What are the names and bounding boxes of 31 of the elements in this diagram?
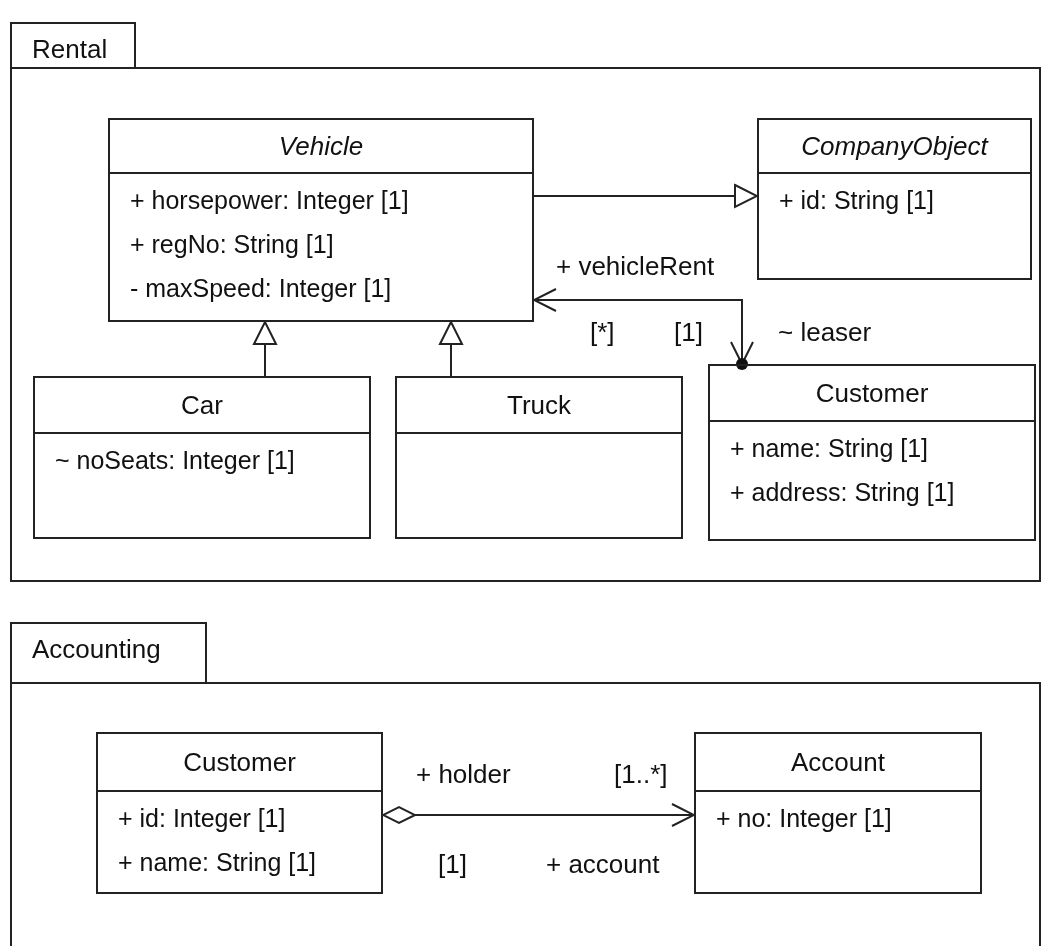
attribute: + name: String [1] xyxy=(118,847,317,878)
attribute: + id: Integer [1] xyxy=(118,803,286,834)
association-line xyxy=(253,321,277,377)
package-tab: Rental xyxy=(10,22,136,68)
class-box xyxy=(694,732,982,894)
class-name: Vehicle xyxy=(278,130,364,162)
attribute: + no: Integer [1] xyxy=(716,803,892,834)
attribute: ~ noSeats: Integer [1] xyxy=(55,445,295,476)
attribute: + name: String [1] xyxy=(730,433,929,464)
class-box xyxy=(757,118,1032,280)
class-box xyxy=(33,376,371,539)
class-name: Account xyxy=(791,746,885,778)
class-name: CompanyObject xyxy=(801,130,988,162)
association-line xyxy=(382,803,695,827)
package-tab: Accounting xyxy=(10,622,207,683)
class-name: Customer xyxy=(815,377,929,409)
association-line xyxy=(439,321,463,377)
association-line xyxy=(533,184,758,208)
class-box xyxy=(96,732,383,894)
class-box xyxy=(395,376,683,539)
attribute: + regNo: String [1] xyxy=(130,229,334,260)
attribute: + id: String [1] xyxy=(779,185,934,216)
association-line xyxy=(533,288,754,371)
class-name: Truck xyxy=(506,389,571,421)
attribute: - maxSpeed: Integer [1] xyxy=(130,273,392,304)
attribute: + address: String [1] xyxy=(730,477,955,508)
class-box xyxy=(708,364,1036,541)
class-name: Customer xyxy=(183,746,296,778)
class-name: Car xyxy=(181,389,223,421)
class-box xyxy=(108,118,534,322)
attribute: + horsepower: Integer [1] xyxy=(130,185,409,216)
